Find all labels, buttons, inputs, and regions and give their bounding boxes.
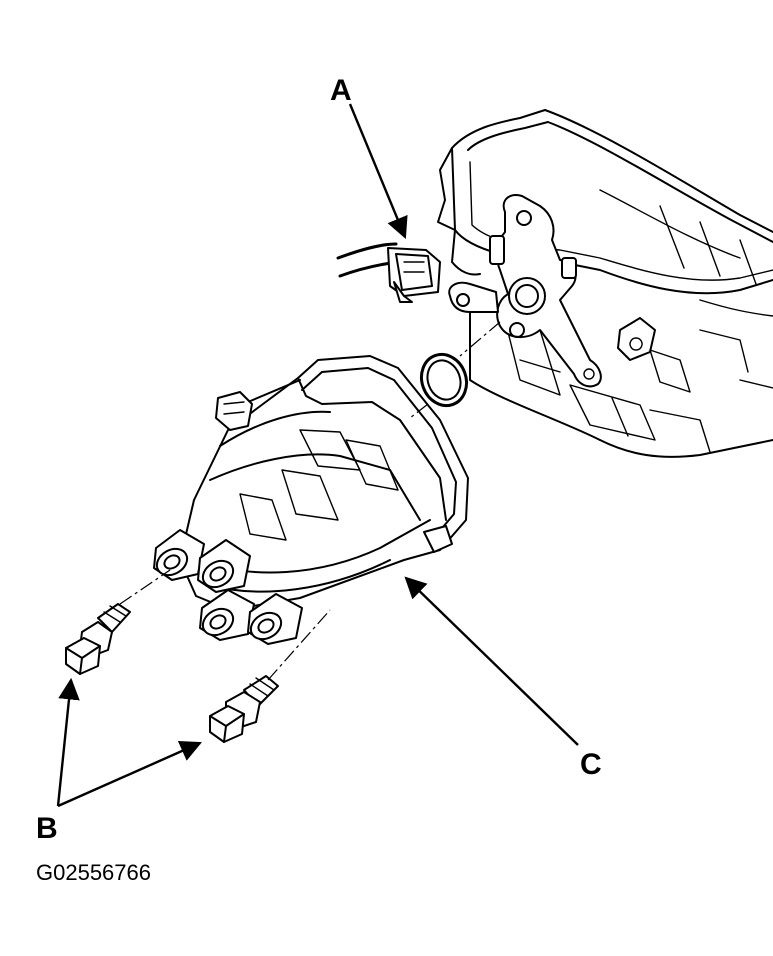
figure-id: G02556766 [36,860,151,885]
distributor-connector [336,242,441,303]
distributor-cap-towers [153,529,303,645]
assembly-centerlines [119,321,501,681]
leader-c [404,576,579,746]
distributor-assembly [179,355,469,611]
callout-b: B [36,812,58,845]
engine-cylinder-head [437,109,773,458]
callout-leaders [56,103,579,808]
distributor-mount-bracket [448,194,602,388]
leader-a [348,103,408,239]
cap-tower-3 [199,589,255,641]
leader-b-lower [57,741,202,808]
cap-tower-4 [247,593,303,645]
cap-tower-1 [153,529,205,581]
cap-tower-2 [197,539,251,593]
callout-a: A [330,74,352,107]
mounting-bolt-lower [209,675,279,743]
o-ring [419,352,469,408]
callout-c: C [580,748,602,781]
leader-b-upper [56,677,80,807]
mounting-bolt-upper [65,603,131,675]
